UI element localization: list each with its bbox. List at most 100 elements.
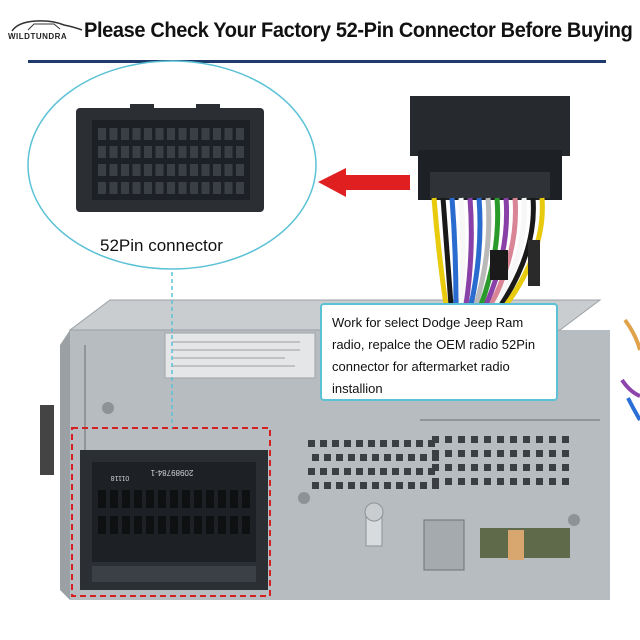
pin-slot <box>155 164 164 176</box>
vent-hole <box>445 436 452 443</box>
pin-slot <box>206 516 214 534</box>
vent-hole <box>471 450 478 457</box>
vent-hole <box>308 468 315 475</box>
vent-hole <box>308 440 315 447</box>
pin-slot <box>236 128 244 140</box>
vent-hole <box>384 482 391 489</box>
pin-slot <box>109 128 118 140</box>
pin-slot <box>224 182 233 194</box>
vent-hole <box>562 436 569 443</box>
vent-hole <box>458 478 465 485</box>
vent-hole <box>372 454 379 461</box>
pin-slot <box>236 182 244 194</box>
vent-hole <box>360 454 367 461</box>
pin-slot <box>224 128 233 140</box>
pin-slot <box>132 146 141 158</box>
pin-slot <box>178 164 187 176</box>
wire <box>458 197 466 306</box>
pin-slot <box>167 182 175 194</box>
wire <box>468 197 483 306</box>
pin-slot <box>201 146 210 158</box>
vent-hole <box>523 450 530 457</box>
logo-text: WILDTUNDRA <box>8 32 68 41</box>
pin-slot <box>218 516 226 534</box>
pin-slot <box>230 490 238 508</box>
pin-slot <box>206 490 214 508</box>
vent-hole <box>332 468 339 475</box>
pin-slot <box>122 516 130 534</box>
vent-hole <box>348 454 355 461</box>
vent-hole <box>324 482 331 489</box>
vent-hole <box>549 450 556 457</box>
vent-hole <box>432 436 439 443</box>
connector-label: 52Pin connector <box>100 236 223 255</box>
wire <box>498 197 536 307</box>
pin-slot <box>236 164 244 176</box>
vent-hole <box>458 464 465 471</box>
vent-hole <box>523 464 530 471</box>
pin-slot <box>109 164 118 176</box>
pin-slot <box>144 128 152 140</box>
arrow-left-icon <box>318 168 410 197</box>
pin-slot <box>182 490 190 508</box>
vent-hole <box>324 454 331 461</box>
pin-slot <box>122 490 130 508</box>
harness-plug <box>410 96 570 307</box>
pin-slot <box>190 146 198 158</box>
vent-hole <box>497 464 504 471</box>
pin-slot <box>109 182 118 194</box>
pin-slot <box>146 490 154 508</box>
vent-hole <box>484 450 491 457</box>
pin-slot <box>132 164 141 176</box>
pin-slot <box>134 516 142 534</box>
vent-hole <box>344 440 351 447</box>
pin-slot <box>98 128 106 140</box>
vent-hole <box>432 464 439 471</box>
pin-slot <box>121 128 129 140</box>
vent-hole <box>356 440 363 447</box>
vent-hole <box>562 464 569 471</box>
vent-hole <box>332 440 339 447</box>
vent-hole <box>396 454 403 461</box>
vent-hole <box>320 440 327 447</box>
vent-hole <box>458 436 465 443</box>
pin-slot <box>144 182 152 194</box>
pin-slot <box>213 146 221 158</box>
wire <box>463 197 474 306</box>
vent-hole <box>420 482 427 489</box>
vent-hole <box>404 468 411 475</box>
vent-hole <box>523 436 530 443</box>
pin-slot <box>178 182 187 194</box>
vent-hole <box>428 468 435 475</box>
vent-hole <box>562 478 569 485</box>
pin-slot <box>218 490 226 508</box>
vent-hole <box>445 450 452 457</box>
pin-slot <box>167 164 175 176</box>
pin-slot <box>190 128 198 140</box>
brand-logo: WILDTUNDRA <box>8 18 86 46</box>
vent-hole <box>549 478 556 485</box>
vent-hole <box>396 482 403 489</box>
pin-slot <box>178 146 187 158</box>
pin-slot <box>144 164 152 176</box>
pin-slot <box>178 128 187 140</box>
screw-icon <box>102 402 114 414</box>
page-title: Please Check Your Factory 52-Pin Connect… <box>84 18 633 42</box>
vent-hole <box>356 468 363 475</box>
vent-hole <box>562 450 569 457</box>
pin-slot <box>109 146 118 158</box>
wire-outline <box>466 198 471 305</box>
vent-hole <box>312 482 319 489</box>
vent-hole <box>428 440 435 447</box>
vent-hole <box>471 436 478 443</box>
wire <box>493 197 527 307</box>
pin-slot <box>201 128 210 140</box>
header: WILDTUNDRA Please Check Your Factory 52-… <box>0 0 640 63</box>
zoomed-connector <box>76 104 264 212</box>
vent-hole <box>380 468 387 475</box>
info-box: Work for select Dodge Jeep Ram radio, re… <box>320 303 558 401</box>
vent-hole <box>416 440 423 447</box>
pin-slot <box>194 490 202 508</box>
vent-hole <box>408 454 415 461</box>
vent-hole <box>536 450 543 457</box>
